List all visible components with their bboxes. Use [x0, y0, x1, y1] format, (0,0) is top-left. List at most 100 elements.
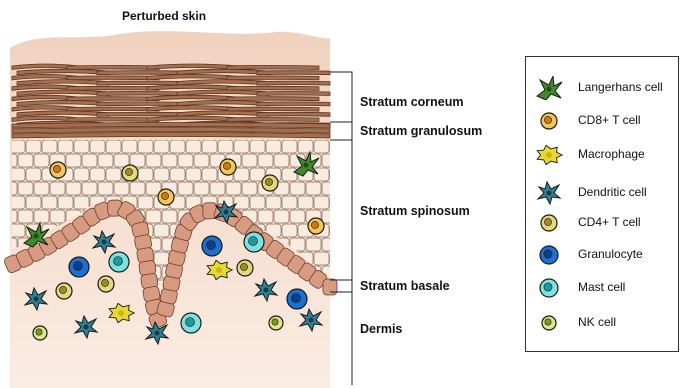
- legend-item-dendritic: Dendritic cell: [526, 178, 678, 208]
- spinous-cell: [322, 238, 337, 251]
- mast-cell: [109, 252, 129, 272]
- legend-label: CD4+ T cell: [578, 215, 641, 229]
- spinous-cell: [26, 196, 41, 209]
- spinous-cell: [266, 196, 281, 209]
- nk-cell-icon: [534, 311, 564, 335]
- cd8-t-cell-icon: [534, 109, 564, 133]
- spinous-cell: [154, 140, 169, 153]
- spinous-cell: [242, 154, 257, 167]
- granulocyte: [287, 289, 307, 309]
- spinous-cell: [154, 224, 169, 237]
- spinous-cell: [282, 224, 297, 237]
- mast-cell: [181, 313, 201, 333]
- spinous-cell: [10, 224, 25, 237]
- spinous-cell: [66, 154, 81, 167]
- spinous-cell: [338, 154, 353, 167]
- corneocyte: [67, 97, 159, 101]
- cd8-t-cell: [158, 189, 174, 205]
- spinous-cell: [18, 210, 33, 223]
- basal-cell: [323, 279, 337, 295]
- spinous-cell: [146, 154, 161, 167]
- spinous-cell: [194, 182, 209, 195]
- cd4-t-cell: [262, 175, 278, 191]
- legend-item-mast: Mast cell: [526, 273, 678, 303]
- corneocyte: [257, 112, 330, 116]
- spinous-cell: [282, 196, 297, 209]
- spinous-cell: [138, 196, 153, 209]
- corneocyte: [257, 92, 330, 96]
- spinous-cell: [178, 182, 193, 195]
- legend-label: Langerhans cell: [578, 80, 663, 94]
- spinous-cell: [42, 140, 57, 153]
- corneocyte: [257, 102, 330, 106]
- spinous-cell: [122, 140, 137, 153]
- corneocyte: [227, 66, 319, 70]
- corneocyte: [97, 71, 189, 75]
- spinous-cell: [98, 154, 113, 167]
- spinous-cell: [314, 168, 329, 181]
- spinous-cell: [274, 154, 289, 167]
- corneocyte: [227, 107, 319, 111]
- spinous-cell: [50, 182, 65, 195]
- spinous-cell: [218, 140, 233, 153]
- layer-brackets: [330, 72, 352, 385]
- spinous-cell: [202, 140, 217, 153]
- spinous-cell: [10, 196, 25, 209]
- cd8-t-cell: [220, 159, 236, 175]
- legend-label: Dendritic cell: [578, 185, 647, 199]
- spinous-cell: [90, 168, 105, 181]
- spinous-cell: [74, 140, 89, 153]
- spinous-cell: [82, 154, 97, 167]
- spinous-cell: [322, 182, 337, 195]
- spinous-cell: [162, 154, 177, 167]
- spinous-cell: [258, 154, 273, 167]
- spinous-cell: [178, 154, 193, 167]
- spinous-cell: [338, 182, 353, 195]
- spinous-cell: [258, 210, 273, 223]
- granulocyte: [69, 257, 89, 277]
- spinous-cell: [2, 182, 17, 195]
- spinous-cell: [154, 168, 169, 181]
- spinous-cell: [194, 154, 209, 167]
- spinous-cell: [0, 280, 9, 293]
- corneocyte: [97, 81, 189, 85]
- corneocyte: [67, 118, 159, 122]
- spinous-cell: [226, 182, 241, 195]
- label-stratum-corneum: Stratum corneum: [360, 95, 464, 109]
- cd4-t-cell-icon: [534, 211, 564, 235]
- spinous-cell: [74, 196, 89, 209]
- spinous-cell: [322, 154, 337, 167]
- spinous-cell: [162, 210, 177, 223]
- legend-label: Macrophage: [578, 147, 645, 161]
- spinous-cell: [298, 140, 313, 153]
- spinous-cell: [34, 210, 49, 223]
- spinous-cell: [0, 196, 9, 209]
- spinous-cell: [314, 140, 329, 153]
- macrophage-icon: [534, 143, 564, 167]
- spinous-cell: [98, 182, 113, 195]
- spinous-cell: [330, 252, 345, 265]
- spinous-cell: [170, 168, 185, 181]
- spinous-cell: [26, 168, 41, 181]
- legend: Langerhans cell CD8+ T cell Macrophage D…: [525, 56, 679, 352]
- spinous-cell: [42, 196, 57, 209]
- spinous-cell: [10, 140, 25, 153]
- label-stratum-granulosum: Stratum granulosum: [360, 124, 482, 138]
- spinous-cell: [26, 140, 41, 153]
- spinous-cell: [0, 224, 9, 237]
- spinous-cell: [266, 140, 281, 153]
- corneocyte: [97, 112, 189, 116]
- legend-item-cd4: CD4+ T cell: [526, 208, 678, 238]
- cd4-t-cell: [237, 260, 253, 276]
- spinous-cell: [290, 182, 305, 195]
- legend-label: NK cell: [578, 315, 616, 329]
- nk-cell: [269, 316, 283, 330]
- spinous-cell: [74, 168, 89, 181]
- spinous-cell: [138, 140, 153, 153]
- spinous-cell: [106, 140, 121, 153]
- legend-label: Granulocyte: [578, 247, 643, 261]
- spinous-cell: [58, 140, 73, 153]
- corneocyte: [257, 81, 330, 85]
- spinous-cell: [66, 182, 81, 195]
- spinous-cell: [314, 196, 329, 209]
